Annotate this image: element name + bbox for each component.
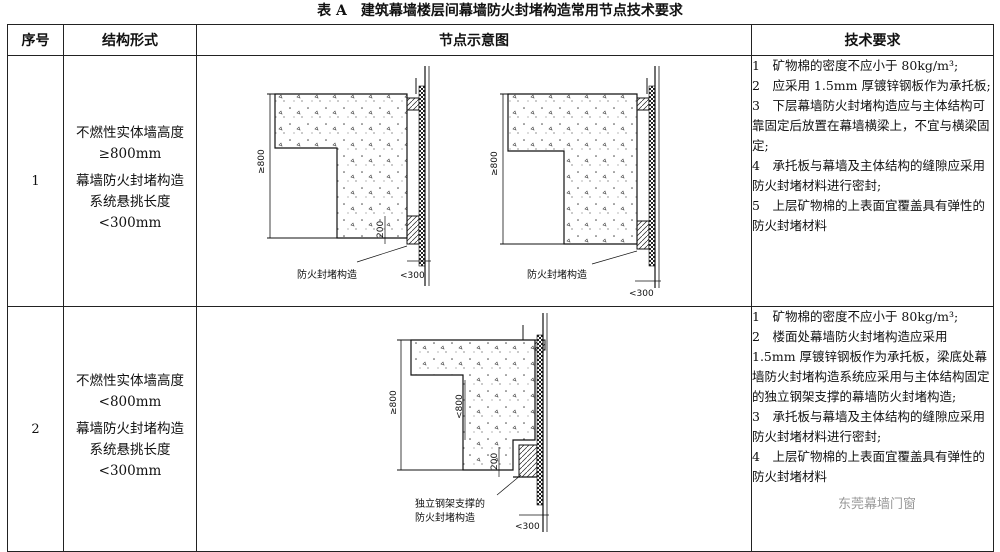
structure-line: 系统悬挑长度 <box>89 193 171 210</box>
node-diagram-drawing: ≥800 <800 200 <300 独立钢架支撑的 防火 <box>389 313 549 532</box>
node-diagram-drawing: ≥800 200 <300 防火封堵构造 <box>257 66 661 299</box>
dim-300: <300 <box>515 522 540 532</box>
spec-table: 序号 结构形式 节点示意图 技术要求 1 不燃性实体墙高度 ≥800mm 幕墙防… <box>7 24 994 552</box>
row-requirements: 1 矿物棉的密度不应小于 80kg/m³; 2 楼面处幕墙防火封堵构造应采用 1… <box>751 306 994 552</box>
requirement-item: 4 承托板与幕墙及主体结构的缝隙应采用防火封堵材料进行密封; <box>752 158 985 193</box>
requirement-item: 3 下层幕墙防火封堵构造应与主体结构可靠固定后放置在幕墙横梁上，不宜与横梁固定; <box>752 98 990 153</box>
watermark: 东莞幕墙门窗 <box>838 497 917 512</box>
row-structure: 不燃性实体墙高度 <800mm 幕墙防火封堵构造 系统悬挑长度 <300mm <box>63 306 197 552</box>
dim-300: <300 <box>400 271 425 281</box>
requirement-item: 2 楼面处幕墙防火封堵构造应采用 1.5mm 厚镀锌钢板作为承托板，梁底处幕墙防… <box>752 329 990 404</box>
callout-fire-seal: 防火封堵构造 <box>415 511 475 524</box>
requirement-item: 1 矿物棉的密度不应小于 80kg/m³; <box>752 309 959 324</box>
detail-left: ≥800 200 <300 防火封堵构造 <box>257 66 431 286</box>
row-requirements: 1 矿物棉的密度不应小于 80kg/m³; 2 应采用 1.5mm 厚镀锌钢板作… <box>751 55 994 307</box>
structure-line: 不燃性实体墙高度 <box>76 124 184 141</box>
requirement-item: 4 上层矿物棉的上表面宜覆盖具有弹性的防火封堵材料 <box>752 449 985 484</box>
dim-height: ≥800 <box>389 390 399 415</box>
dim-200: 200 <box>376 221 386 238</box>
detail-center: ≥800 <800 200 <300 独立钢架支撑的 防火 <box>389 313 549 532</box>
table-row: 2 不燃性实体墙高度 <800mm 幕墙防火封堵构造 系统悬挑长度 <300mm… <box>7 306 994 552</box>
row-structure: 不燃性实体墙高度 ≥800mm 幕墙防火封堵构造 系统悬挑长度 <300mm <box>63 55 197 307</box>
callout-fire-seal: 防火封堵构造 <box>527 268 587 281</box>
header-diagram: 节点示意图 <box>196 24 752 56</box>
requirement-item: 5 上层矿物棉的上表面宜覆盖具有弹性的防火封堵材料 <box>752 198 985 233</box>
table-title: 表 A 建筑幕墙楼层间幕墙防火封堵构造常用节点技术要求 <box>317 3 683 19</box>
row-seq: 1 <box>7 55 64 307</box>
header-seq: 序号 <box>7 24 64 56</box>
requirement-item: 1 矿物棉的密度不应小于 80kg/m³; <box>752 58 959 73</box>
structure-line: ≥800mm <box>98 145 162 162</box>
structure-line: 幕墙防火封堵构造 <box>76 172 184 189</box>
callout-steel-frame: 独立钢架支撑的 <box>415 497 485 510</box>
structure-line: 不燃性实体墙高度 <box>76 372 184 389</box>
structure-line: 系统悬挑长度 <box>89 441 171 458</box>
dim-200: 200 <box>490 453 500 470</box>
node-diagram: ≥800 <800 200 <300 独立钢架支撑的 防火 <box>196 306 752 552</box>
header-structure: 结构形式 <box>63 24 197 56</box>
structure-line: <300mm <box>98 462 162 479</box>
dim-inner: <800 <box>455 394 465 419</box>
structure-line: <300mm <box>98 214 162 231</box>
structure-line: <800mm <box>98 393 162 410</box>
header-requirements: 技术要求 <box>751 24 994 56</box>
row-seq: 2 <box>7 306 64 552</box>
table-row: 1 不燃性实体墙高度 ≥800mm 幕墙防火封堵构造 系统悬挑长度 <300mm <box>7 55 994 307</box>
structure-line: 幕墙防火封堵构造 <box>76 420 184 437</box>
header-row: 序号 结构形式 节点示意图 技术要求 <box>7 24 994 56</box>
dim-height: ≥800 <box>257 149 267 174</box>
dim-height: ≥800 <box>490 151 500 176</box>
callout-fire-seal: 防火封堵构造 <box>297 268 357 281</box>
detail-right: ≥800 防火封堵构造 <300 <box>490 66 661 299</box>
dim-300: <300 <box>629 289 654 299</box>
requirement-item: 2 应采用 1.5mm 厚镀锌钢板作为承托板; <box>752 78 991 93</box>
requirement-item: 3 承托板与幕墙及主体结构的缝隙应采用防火封堵材料进行密封; <box>752 409 985 444</box>
node-diagram: ≥800 200 <300 防火封堵构造 <box>196 55 752 307</box>
